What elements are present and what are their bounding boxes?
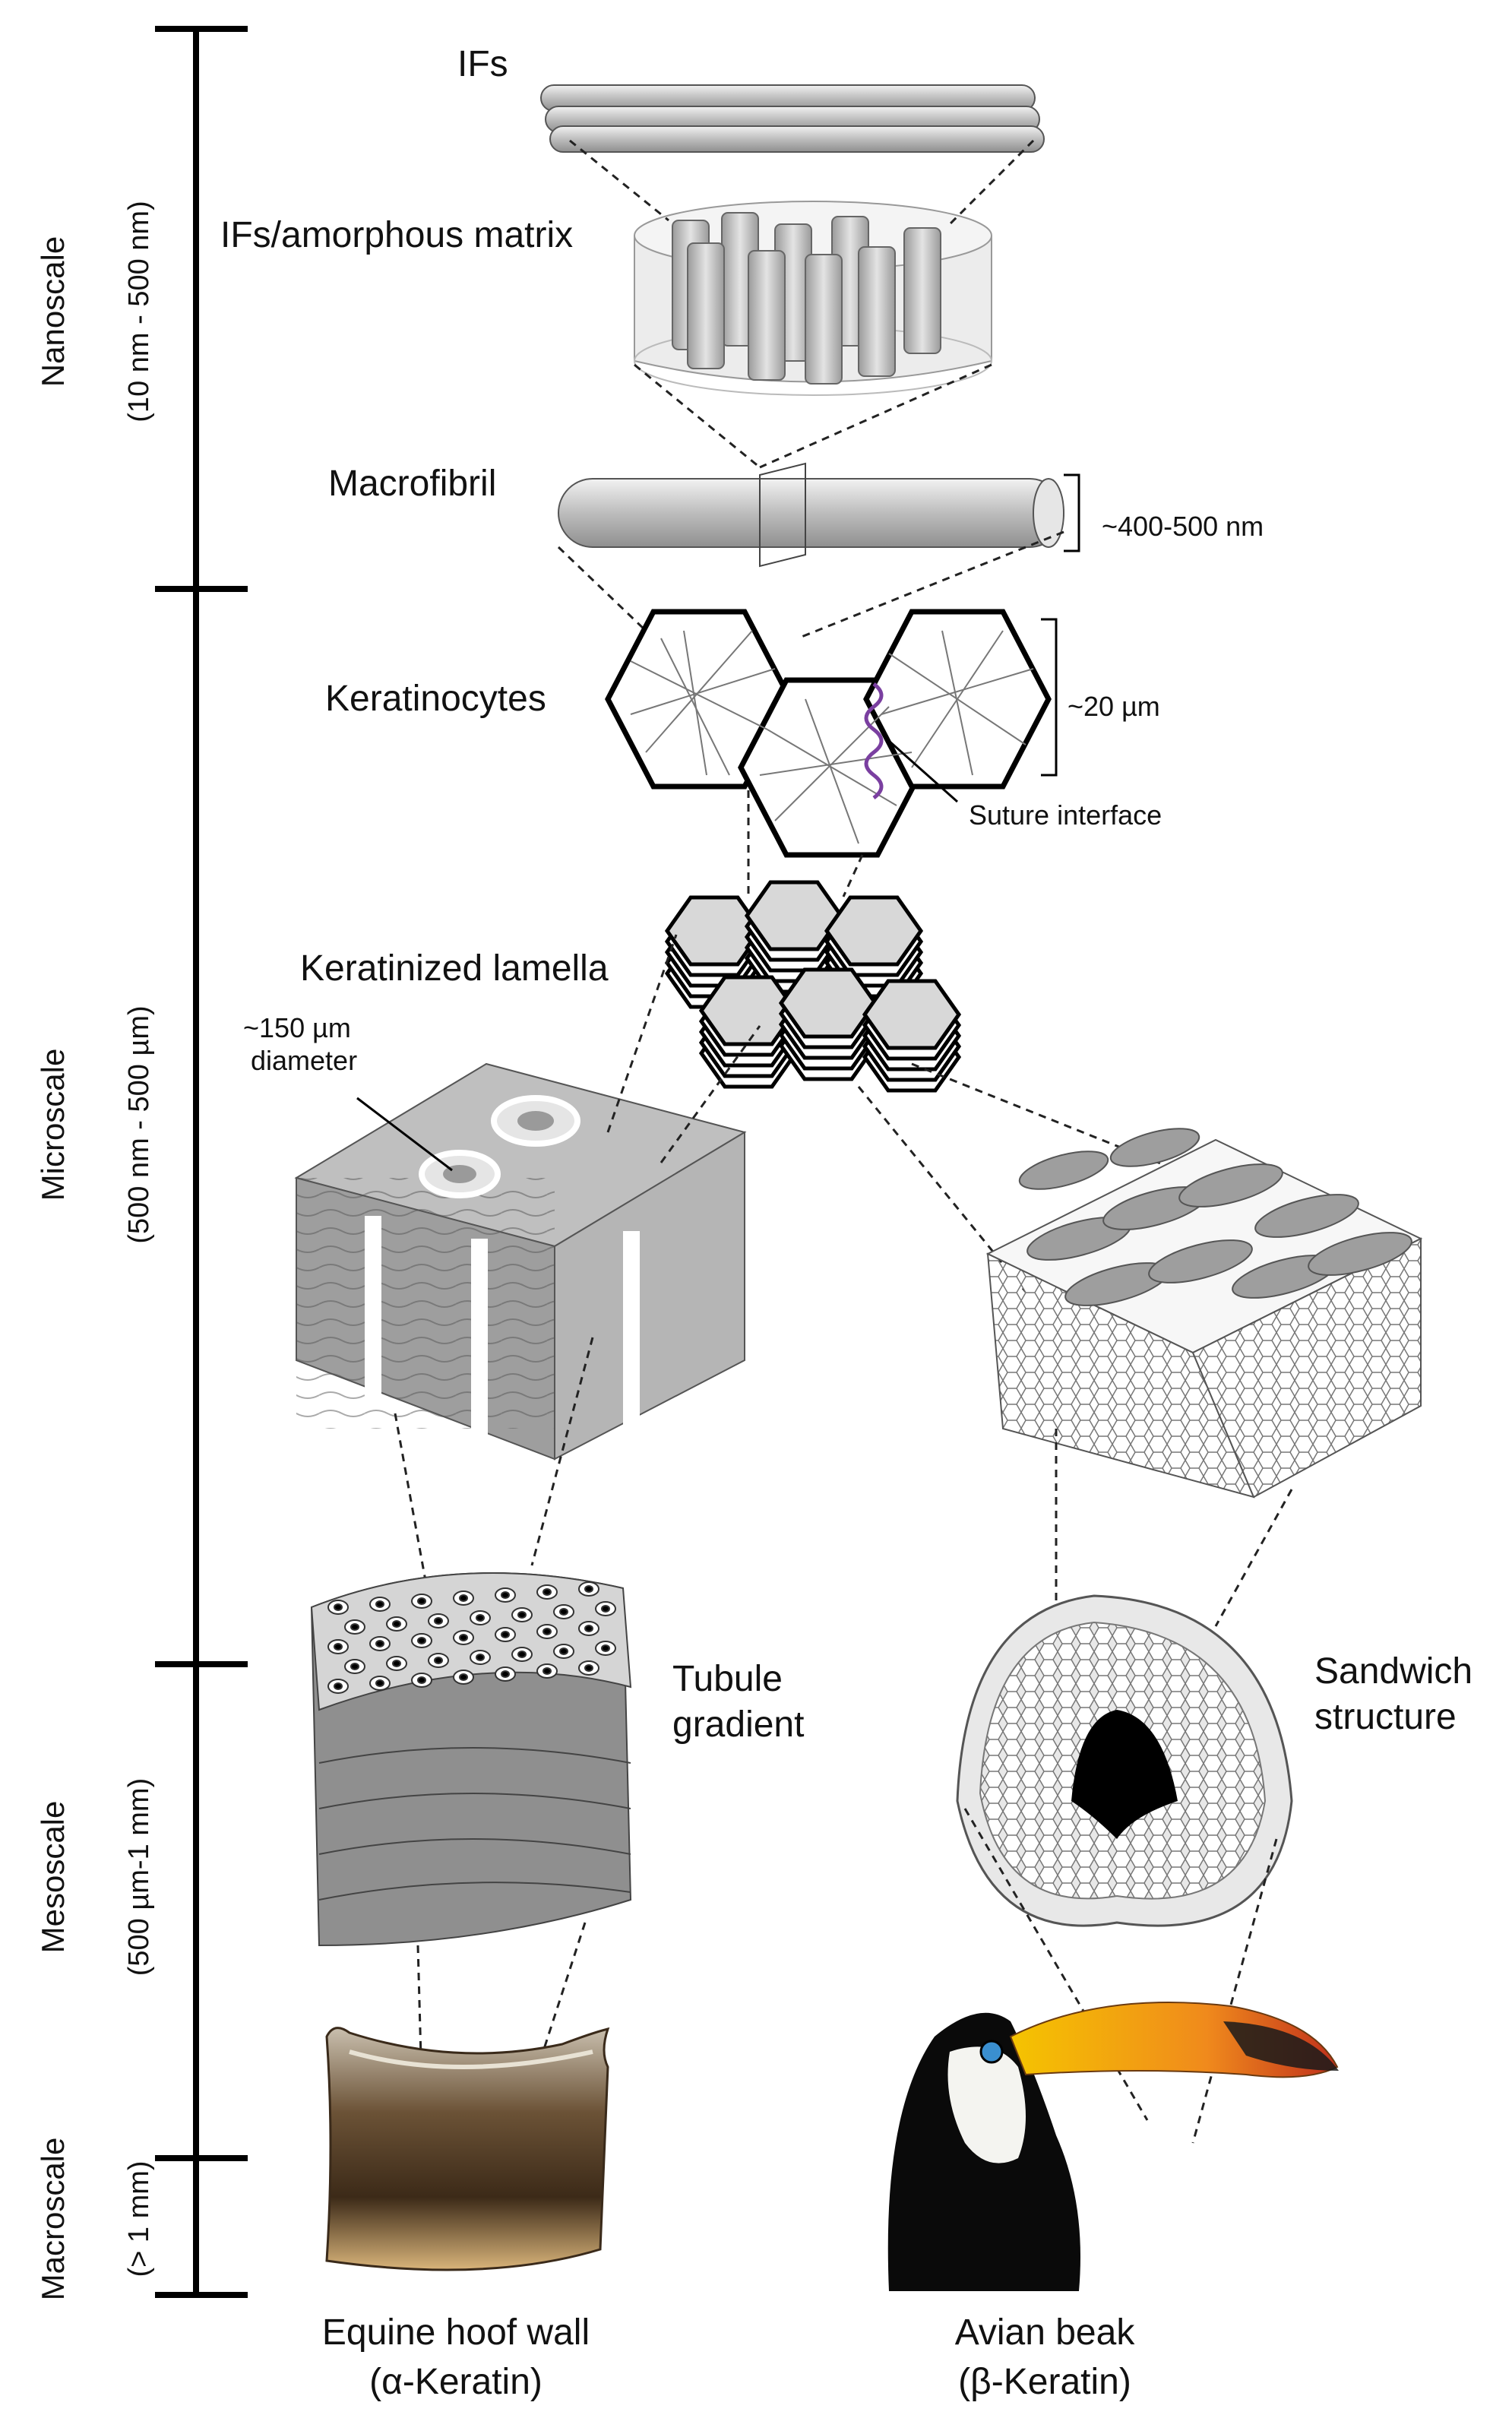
tubule-lumen xyxy=(434,1617,443,1625)
lamella-cell xyxy=(824,895,924,967)
tubule-pointer xyxy=(356,1097,453,1172)
tubule-lumen xyxy=(584,1664,593,1672)
macrofibril-bracket xyxy=(1064,473,1080,552)
microscale-label: Microscale xyxy=(35,1049,71,1201)
macroscale-label: Macroscale xyxy=(35,2138,71,2301)
tubule-lumen xyxy=(459,1634,468,1641)
tubule-lumen xyxy=(476,1614,485,1622)
tubule-lumen xyxy=(334,1643,343,1651)
tubule-lumen xyxy=(417,1597,426,1605)
tubule-lumen xyxy=(417,1676,426,1684)
sandwich-line1: Sandwich xyxy=(1314,1651,1472,1692)
tubule-lumen xyxy=(392,1620,401,1628)
nanoscale-range: (10 nm - 500 nm) xyxy=(123,201,155,422)
hoof-title: Equine hoof wall xyxy=(322,2312,590,2353)
tubule-lumen xyxy=(559,1608,568,1616)
keratinized-lamella xyxy=(664,880,962,1093)
tubule-lumen xyxy=(476,1654,485,1661)
macroscale-range: (> 1 mm) xyxy=(123,2160,155,2277)
tubule-size-line1: ~150 µm xyxy=(243,1012,351,1043)
mesoscale-label: Mesoscale xyxy=(35,1801,71,1954)
lamella-cell xyxy=(862,979,962,1050)
tubule-lumen xyxy=(601,1605,610,1613)
suture-interface-line xyxy=(864,682,884,799)
tubule-lumen xyxy=(601,1644,610,1652)
toucan-image xyxy=(887,2002,1339,2291)
keratinocytes-label: Keratinocytes xyxy=(325,679,546,719)
tubule-lumen xyxy=(350,1623,359,1631)
hoof-keratin: (α-Keratin) xyxy=(369,2362,542,2402)
tubule-gradient-block xyxy=(310,1572,632,1947)
tubule-lumen xyxy=(584,1625,593,1632)
tubule-gradient-line1: Tubule xyxy=(672,1659,783,1699)
tubule-lumen xyxy=(517,1651,527,1658)
ifs-label: IFs xyxy=(457,44,508,84)
tubule-lumen xyxy=(542,1667,552,1675)
ifs-matrix-label: IFs/amorphous matrix xyxy=(220,215,573,255)
beak-keratin: (β-Keratin) xyxy=(958,2362,1131,2402)
toucan-eye xyxy=(979,2040,1004,2064)
mesoscale-range: (500 µm-1 mm) xyxy=(123,1778,155,1976)
tubule-lumen xyxy=(459,1673,468,1681)
tubule-lumen xyxy=(375,1640,384,1647)
lamella-cell xyxy=(744,880,844,951)
tubule-lumen xyxy=(375,1679,384,1687)
tubule-lumen xyxy=(350,1663,359,1670)
hoof-wall-image xyxy=(325,2027,610,2271)
keratinocyte-size: ~20 µm xyxy=(1068,691,1160,722)
tubule-lumen xyxy=(334,1603,343,1611)
macrofibril-label: Macrofibril xyxy=(328,464,496,504)
tubule-lumen xyxy=(501,1670,510,1678)
tubule-lumen xyxy=(501,1591,510,1599)
tubule-lumen xyxy=(417,1637,426,1644)
nanoscale-label: Nanoscale xyxy=(35,236,71,387)
tubule-lumen xyxy=(559,1647,568,1655)
beak-title: Avian beak xyxy=(955,2312,1136,2353)
tubule-lumen xyxy=(334,1682,343,1690)
tubule-lumen xyxy=(542,1628,552,1635)
lamella-label: Keratinized lamella xyxy=(300,948,609,989)
keratin-fibres xyxy=(630,630,1034,844)
sandwich-line2: structure xyxy=(1314,1697,1457,1737)
tubule-lumen xyxy=(459,1594,468,1602)
tubule-lumen xyxy=(517,1611,527,1619)
tubule-size-line2: diameter xyxy=(251,1045,357,1076)
microscale-range: (500 nm - 500 µm) xyxy=(123,1005,155,1243)
tubule-gradient-line2: gradient xyxy=(672,1704,804,1745)
hoof-tubule-block xyxy=(294,1062,747,1461)
suture-pointer xyxy=(888,739,958,803)
tubule-lumen xyxy=(542,1588,552,1596)
macrofibril-size: ~400-500 nm xyxy=(1102,511,1264,542)
ifs-filaments xyxy=(540,84,1045,153)
macrofibril xyxy=(558,462,1064,568)
beak-cavity xyxy=(1071,1710,1178,1839)
tubule-lumen xyxy=(392,1660,401,1667)
lamella-cell xyxy=(778,967,878,1039)
lamella-cell xyxy=(664,895,764,967)
keratinocyte-bracket xyxy=(1041,618,1058,777)
tubule-lumen xyxy=(375,1600,384,1608)
ifs-matrix xyxy=(634,201,992,396)
beak-sandwich-block xyxy=(985,1128,1423,1499)
tubule-lumen xyxy=(501,1631,510,1638)
tubule-lumen xyxy=(434,1657,443,1664)
lamella-cell xyxy=(698,975,799,1046)
sandwich-structure xyxy=(956,1594,1293,1927)
suture-label: Suture interface xyxy=(969,799,1162,831)
tubule-lumen xyxy=(584,1585,593,1593)
scale-bar xyxy=(155,26,248,2298)
